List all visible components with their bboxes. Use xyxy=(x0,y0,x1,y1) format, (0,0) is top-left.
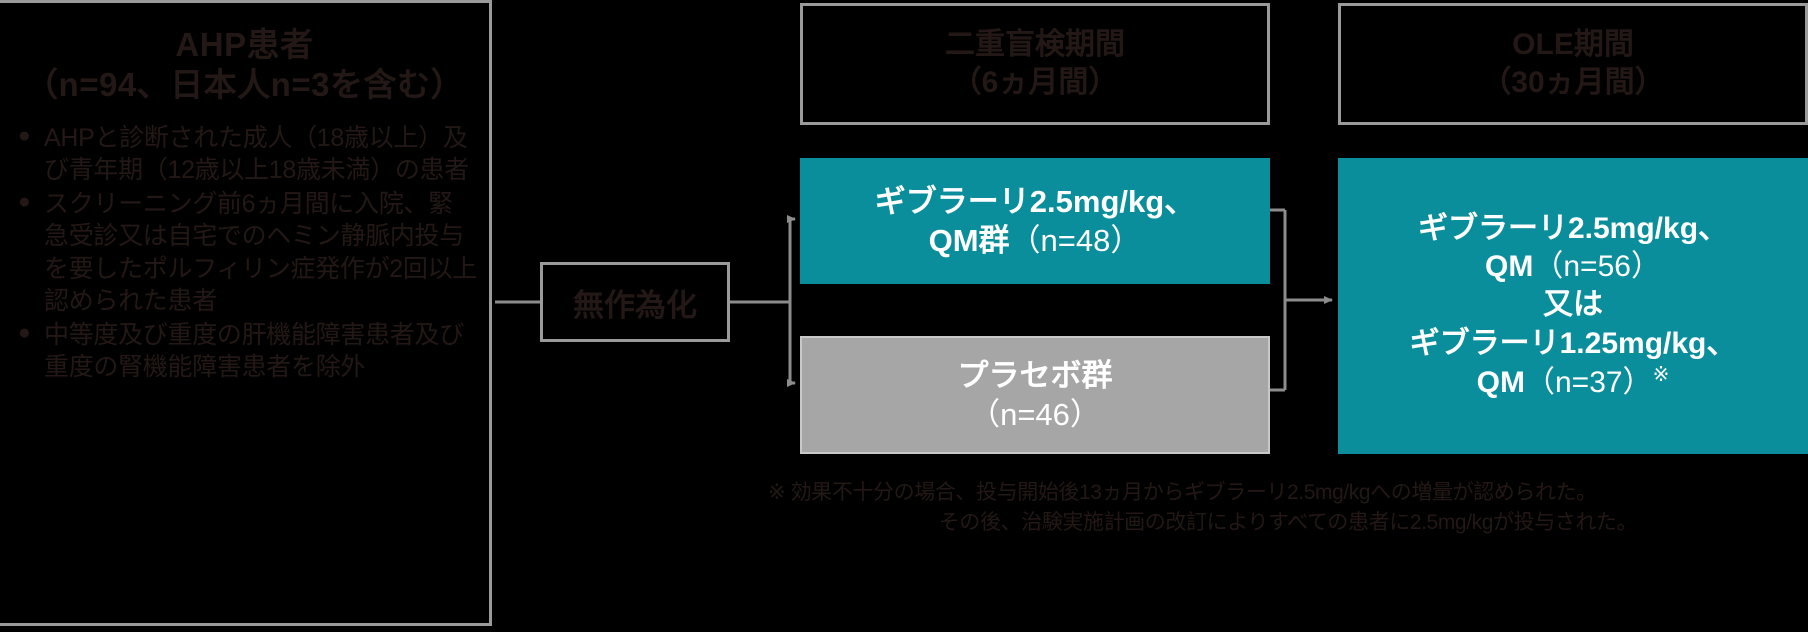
footnote-line1: ※ 効果不十分の場合、投与開始後13ヵ月からギブラーリ2.5mg/kgへの増量が… xyxy=(768,481,1597,504)
arm-active-group-label: QM群 xyxy=(928,223,1010,258)
randomization-box: 無作為化 xyxy=(540,262,730,342)
arm-ole-line5: QM（n=37）※ xyxy=(1477,363,1670,402)
ole-period-header: OLE期間 （30ヵ月間） xyxy=(1338,3,1808,125)
criteria-item: AHPと診断された成人（18歳以上）及び青年期（12歳以上18歳未満）の患者 xyxy=(18,122,477,187)
criteria-item: スクリーニング前6ヵ月間に入院、緊急受診又は自宅でのヘミン静脈内投与を要したポル… xyxy=(18,188,477,318)
double-blind-header-line2: （6ヵ月間） xyxy=(951,66,1119,99)
arm-ole-qm-label-2: QM xyxy=(1476,365,1525,399)
arm-ole-qm-label-1: QM xyxy=(1485,250,1534,284)
arm-ole-line2: QM（n=56） xyxy=(1485,248,1661,286)
arm-placebo: プラセボ群 （n=46） xyxy=(800,336,1270,454)
footnote-marker-icon: ※ xyxy=(1652,363,1670,386)
arm-active-line2: QM群（n=48） xyxy=(929,221,1142,260)
arm-ole-line3: 又は xyxy=(1543,288,1603,322)
double-blind-period-header: 二重盲検期間 （6ヵ月間） xyxy=(800,3,1270,125)
footnote-line2: その後、治験実施計画の改訂によりすべての患者に2.5mg/kgが投与された。 xyxy=(938,511,1638,535)
arm-ole-line1: ギブラーリ2.5mg/kg、 xyxy=(1417,212,1729,246)
criteria-item: 中等度及び重度の肝機能障害患者及び重度の腎機能障害患者を除外 xyxy=(18,319,477,384)
arm-placebo-n: （n=46） xyxy=(969,397,1101,432)
arm-ole-givlaari: ギブラーリ2.5mg/kg、 QM（n=56） 又は ギブラーリ1.25mg/k… xyxy=(1338,158,1808,454)
randomization-label: 無作為化 xyxy=(573,287,697,323)
arm-ole-n-2: （n=37） xyxy=(1524,365,1653,399)
population-panel: AHP患者 （n=94、日本人n=3を含む） AHPと診断された成人（18歳以上… xyxy=(0,0,492,626)
population-criteria-list: AHPと診断された成人（18歳以上）及び青年期（12歳以上18歳未満）の患者 ス… xyxy=(0,122,489,384)
arm-active-n: （n=48） xyxy=(1009,223,1142,258)
double-blind-header-line1: 二重盲検期間 xyxy=(945,28,1125,62)
population-title-line1: AHP患者 xyxy=(175,26,314,63)
arm-ole-line4: ギブラーリ1.25mg/kg、 xyxy=(1409,326,1737,360)
arm-active-givlaari: ギブラーリ2.5mg/kg、 QM群（n=48） xyxy=(800,158,1270,284)
footnote: ※ 効果不十分の場合、投与開始後13ヵ月からギブラーリ2.5mg/kgへの増量が… xyxy=(768,478,1808,539)
population-title: AHP患者 （n=94、日本人n=3を含む） xyxy=(0,25,489,106)
population-title-line2: （n=94、日本人n=3を含む） xyxy=(25,66,464,104)
arm-active-line1: ギブラーリ2.5mg/kg、 xyxy=(874,183,1196,219)
arm-ole-n-1: （n=56） xyxy=(1533,250,1661,284)
ole-header-line2: （30ヵ月間） xyxy=(1481,66,1665,99)
ole-header-line1: OLE期間 xyxy=(1512,28,1634,62)
arm-placebo-line1: プラセボ群 xyxy=(957,357,1113,393)
